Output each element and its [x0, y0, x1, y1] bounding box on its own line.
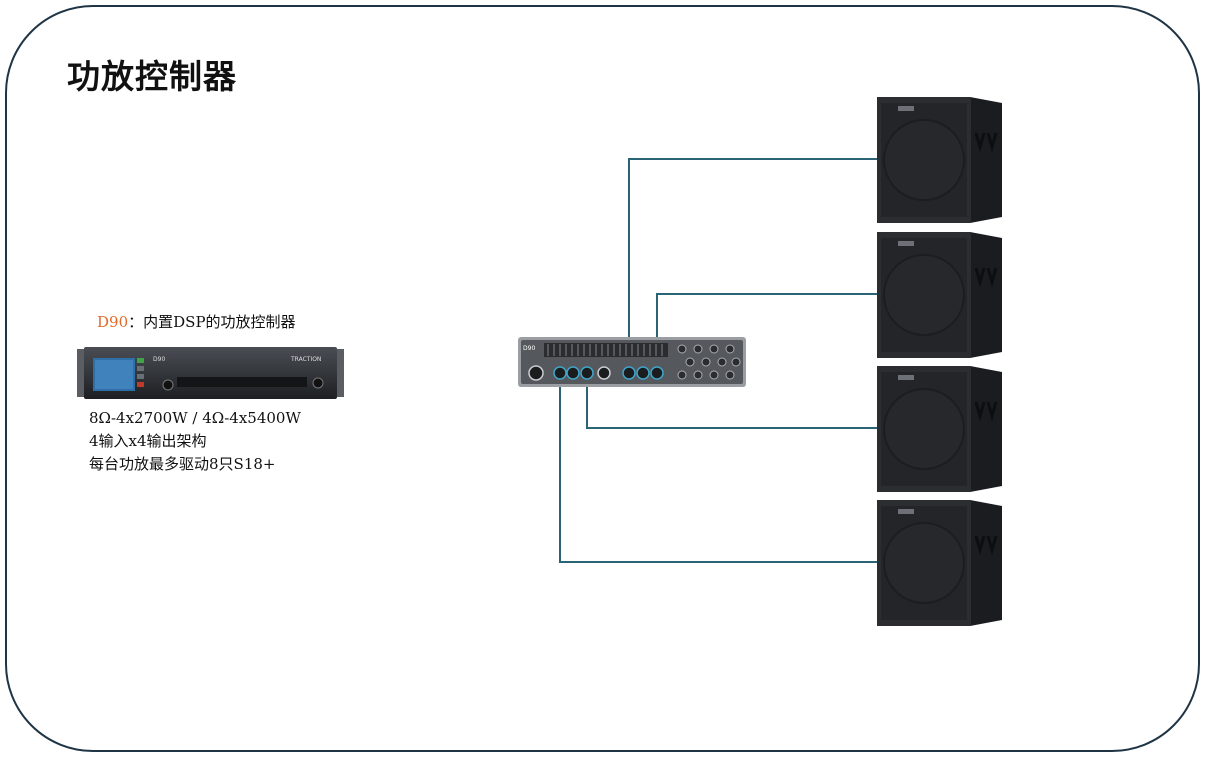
wire-3 [586, 372, 880, 429]
amplifier-rear-image: D90 [518, 337, 746, 387]
subwoofer-2 [877, 232, 1002, 358]
wire-1 [628, 158, 880, 372]
subwoofer-1 [877, 97, 1002, 223]
spec-power: 8Ω-4x2700W / 4Ω-4x5400W [89, 409, 301, 427]
subwoofer-4 [877, 500, 1002, 626]
caption-separator: ： [128, 313, 144, 331]
spec-drive: 每台功放最多驱动8只S18+ [89, 455, 276, 473]
spec-io: 4输入x4输出架构 [89, 432, 207, 450]
page-title: 功放控制器 [67, 57, 237, 96]
subwoofer-3 [877, 366, 1002, 492]
front-panel-brand: TRACTION [290, 356, 321, 363]
amplifier-specs: 8Ω-4x2700W / 4Ω-4x5400W 4输入x4输出架构 每台功放最多… [89, 407, 301, 476]
rear-panel-model: D90 [523, 345, 535, 352]
wire-4 [559, 372, 880, 563]
front-panel-model: D90 [153, 356, 165, 363]
amplifier-front-image: D90 TRACTION [77, 347, 344, 399]
amplifier-description: 内置DSP的功放控制器 [143, 313, 296, 331]
amplifier-caption: D90：内置DSP的功放控制器 [97, 311, 296, 332]
amplifier-model-label: D90 [97, 313, 129, 331]
